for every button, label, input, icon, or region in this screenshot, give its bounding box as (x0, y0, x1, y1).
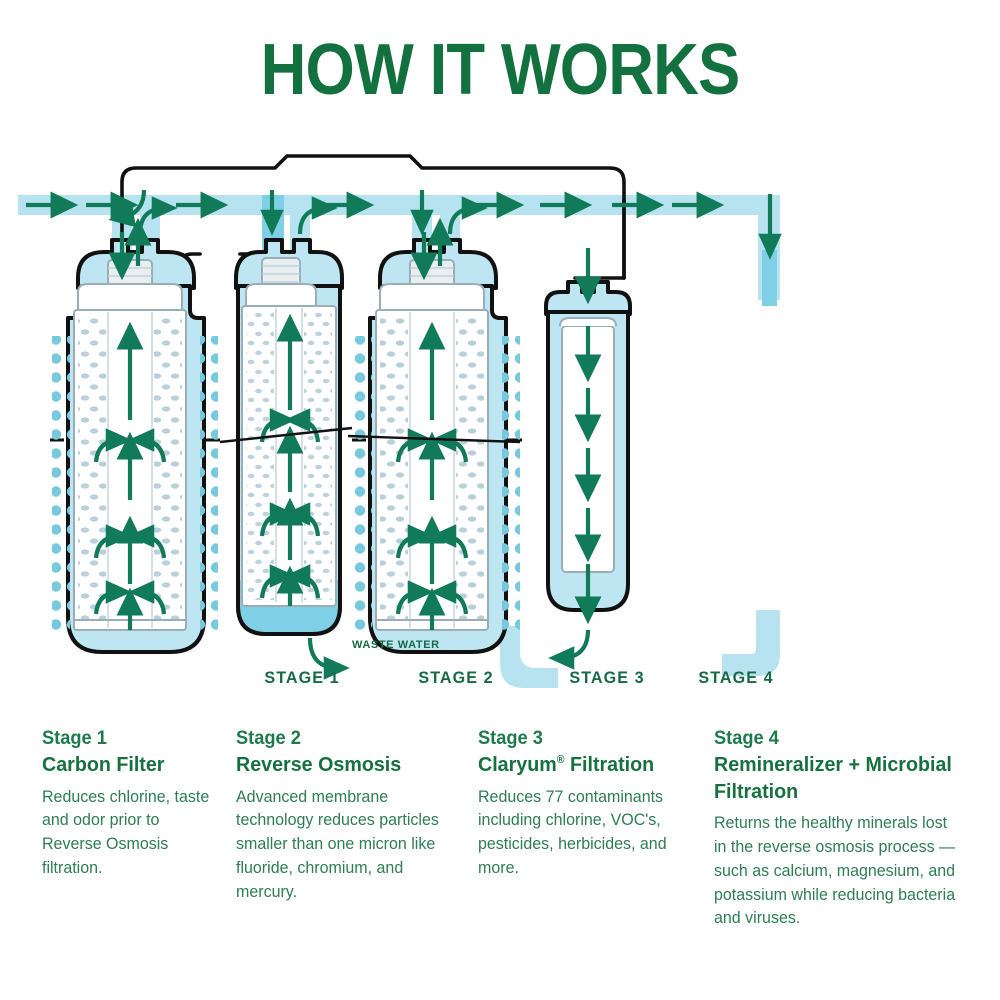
stage-column-2-title: Reverse Osmosis (236, 753, 402, 777)
stage-2-filter-housing (234, 238, 350, 680)
stage-3-filter-housing (352, 217, 522, 654)
how-it-works-diagram: WASTE WATER (0, 140, 1000, 700)
stage-column-2-kicker: Stage 2 (236, 728, 301, 749)
registered-trademark-icon: ® (556, 754, 565, 767)
stage-column-1: Stage 1 Carbon Filter Reduces chlorine, … (42, 726, 227, 881)
manifold-outline (120, 154, 626, 280)
stage-column-3-title: Claryum® Filtration (478, 752, 689, 779)
stage-label-3: STAGE 3 (569, 668, 645, 687)
page-title: HOW IT WORKS (60, 34, 940, 106)
stage-description-columns: Stage 1 Carbon Filter Reduces chlorine, … (0, 726, 1000, 956)
stage-3-flow-arrows (395, 217, 469, 630)
stage-column-3: Stage 3 Claryum® Filtration Reduces 77 c… (478, 726, 698, 881)
stage-column-4: Stage 4 Remineralizer + Microbial Filtra… (714, 726, 966, 931)
stage-column-4-title: Remineralizer + Microbial Filtration (714, 753, 952, 803)
stage-column-1-title: Carbon Filter (42, 753, 165, 777)
stage-column-3-title-main: Claryum (478, 753, 557, 777)
stage-column-1-kicker: Stage 1 (42, 728, 107, 749)
stage-column-1-body: Reduces chlorine, taste and odor prior t… (42, 787, 210, 877)
stage-column-4-body: Returns the healthy minerals lost in the… (714, 814, 956, 928)
inlet-flow-arrows (26, 189, 782, 260)
stage-label-2: STAGE 2 (418, 668, 494, 687)
page-title-text: HOW IT WORKS (260, 30, 741, 110)
stage-column-3-title-after: Filtration (564, 753, 655, 777)
stage-label-4: STAGE 4 (698, 668, 774, 687)
stage-column-2: Stage 2 Reverse Osmosis Advanced membran… (236, 726, 472, 904)
stage-4-flow-arrows (548, 248, 602, 670)
stage-label-1: STAGE 1 (264, 668, 340, 687)
stage-4-filter-housing (544, 248, 632, 670)
stage-1-filter-housing (50, 217, 220, 654)
stage-label-row: STAGE 1 STAGE 2 STAGE 3 STAGE 4 (0, 668, 1000, 694)
stage-column-2-body: Advanced membrane technology reduces par… (236, 787, 439, 901)
stage-1-flow-arrows (93, 217, 167, 630)
stage-2-flow-arrows (259, 313, 350, 680)
housing-connector-lines (219, 426, 521, 444)
stage-column-4-kicker: Stage 4 (714, 728, 779, 749)
waste-water-label: WASTE WATER (352, 639, 440, 651)
stage-column-3-kicker: Stage 3 (478, 728, 543, 749)
stage-column-3-body: Reduces 77 contaminants including chlori… (478, 787, 667, 877)
